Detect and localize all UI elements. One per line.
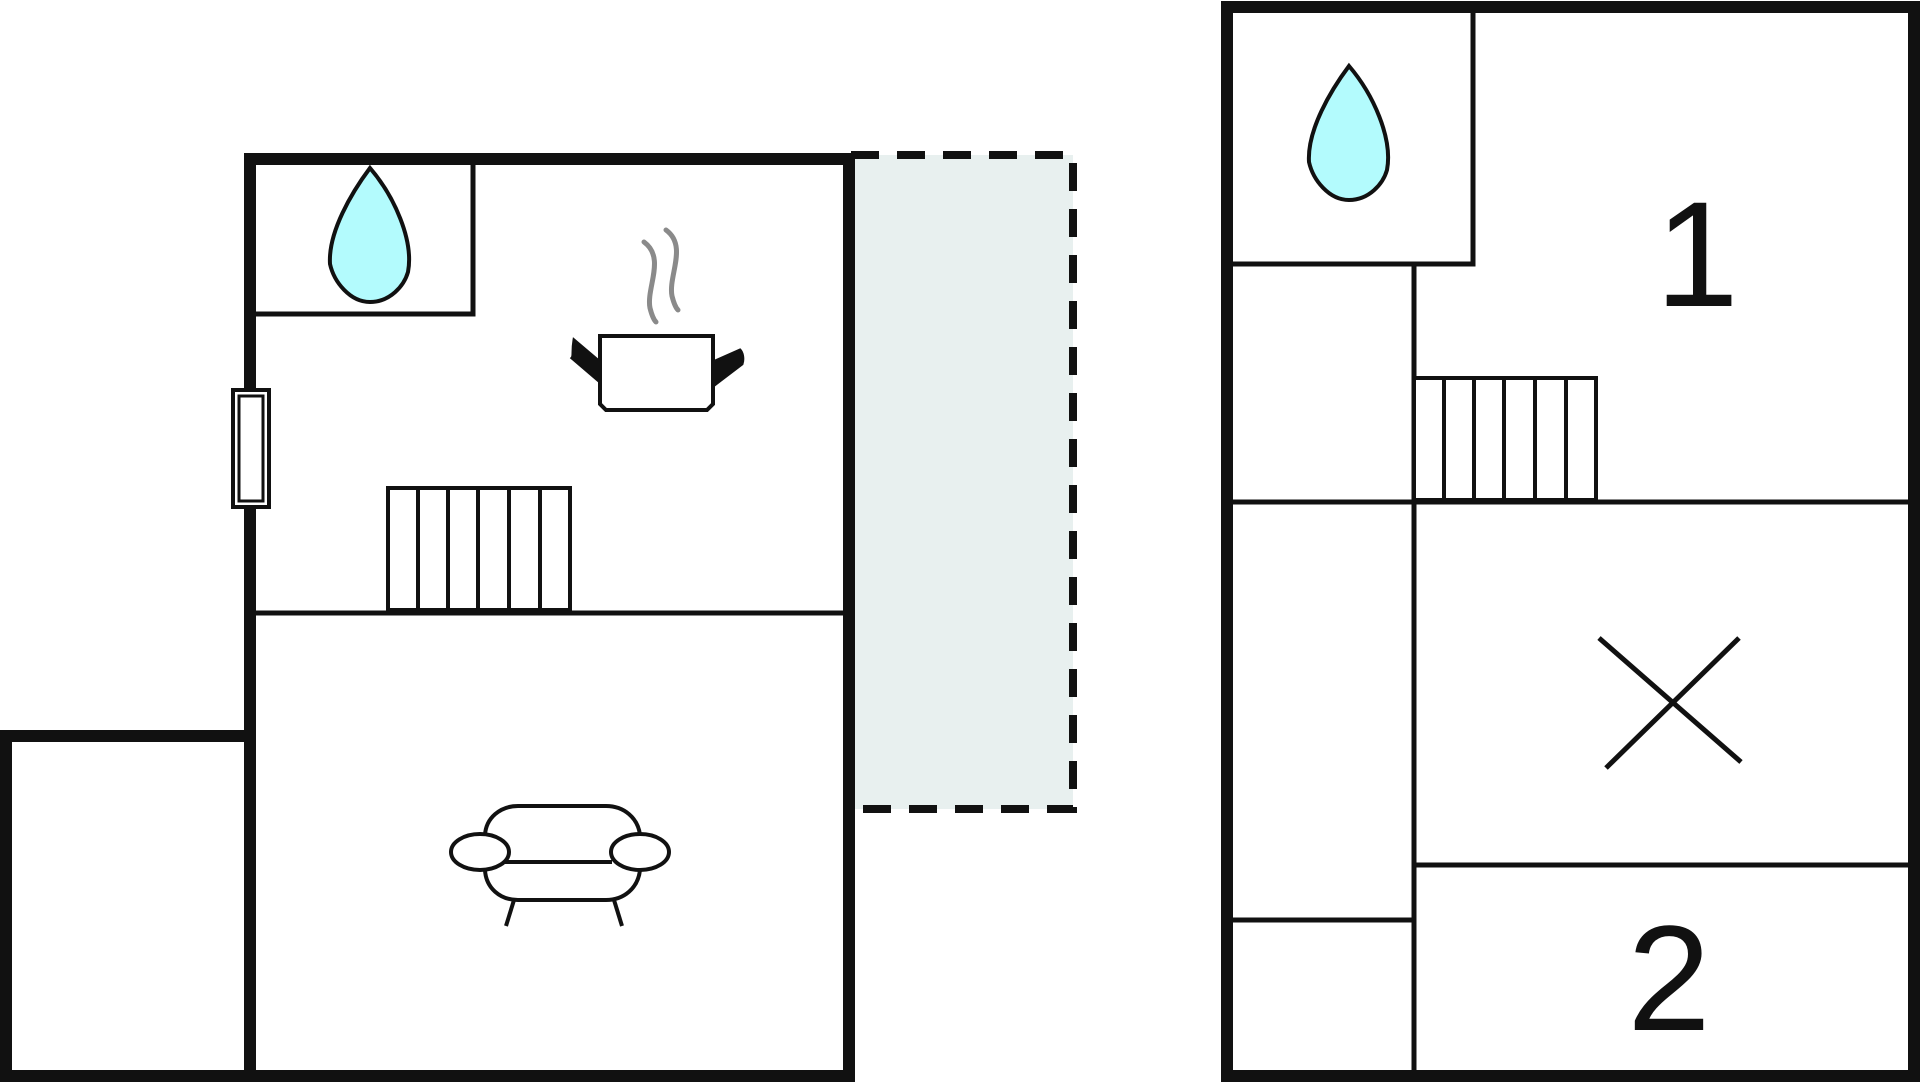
bathroom-water-drop-icon bbox=[327, 164, 412, 305]
upper-bathroom-wall bbox=[1227, 7, 1476, 267]
open-to-below-cross-icon bbox=[1597, 636, 1743, 770]
ground-floor-outer-wall bbox=[0, 153, 855, 1082]
kitchen-pot-icon bbox=[569, 227, 745, 412]
living-room-sofa-icon bbox=[449, 804, 671, 927]
terrace-dashed-area bbox=[851, 151, 1077, 813]
bathroom-wall bbox=[250, 159, 476, 317]
bathroom-water-drop-icon bbox=[1306, 62, 1391, 203]
upper-floor-plan: 1 2 bbox=[1221, 1, 1920, 1082]
room-label-1: 1 bbox=[1655, 170, 1738, 338]
upper-floor-outer-wall bbox=[1221, 1, 1920, 1082]
radiator-window-icon bbox=[231, 388, 271, 509]
room-label-2: 2 bbox=[1627, 894, 1710, 1062]
ground-floor-plan bbox=[0, 151, 1077, 1082]
stairs-icon bbox=[1412, 376, 1598, 502]
stairs-icon bbox=[386, 486, 572, 612]
